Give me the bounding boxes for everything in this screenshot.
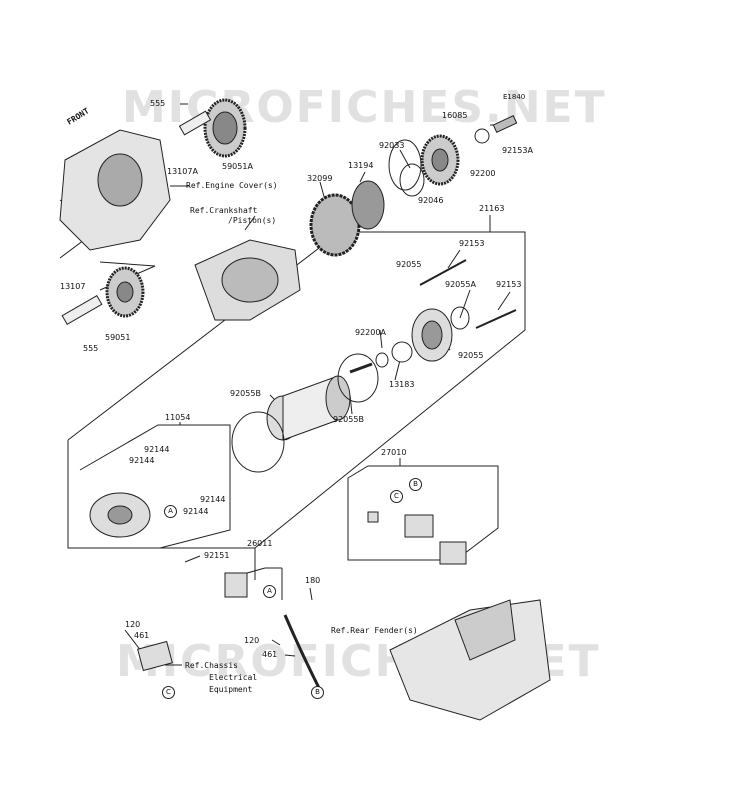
part-label: 92200A: [355, 328, 386, 337]
part-label: 92153: [459, 239, 485, 248]
starter-lead: [137, 572, 322, 691]
marker-a: A: [263, 585, 276, 598]
part-label: 32099: [307, 174, 333, 183]
part-label: 92055: [458, 351, 484, 360]
gear-59051a: [203, 98, 247, 158]
brush-box-outline: [79, 424, 231, 549]
ref-chassis-sub1: Electrical: [209, 673, 258, 682]
part-label: 92055A: [445, 280, 476, 289]
part-label: 92153A: [502, 146, 533, 155]
ref-chassis: Ref.Chassis: [185, 661, 238, 670]
part-label: 21163: [479, 204, 505, 213]
part-label: 13194: [348, 161, 374, 170]
part-label: 92151: [204, 551, 230, 560]
part-label: 555: [83, 344, 99, 353]
part-label: 461: [134, 631, 150, 640]
clutch-32099: [309, 163, 425, 257]
part-label: 59051A: [222, 162, 253, 171]
part-label: 120: [125, 620, 141, 629]
marker-c: C: [390, 490, 403, 503]
circlip-92033: [388, 139, 422, 191]
part-label: 13107: [60, 282, 86, 291]
part-label: 13107A: [167, 167, 198, 176]
marker-c: C: [162, 686, 175, 699]
marker-b: B: [311, 686, 324, 699]
starter-motor: [231, 353, 379, 473]
part-label: 92055: [396, 260, 422, 269]
crankshaft: [194, 239, 301, 321]
shaft-13107a: [178, 110, 212, 136]
part-label: 92144: [200, 495, 226, 504]
engine-cover: [59, 129, 171, 251]
ref-chassis-sub2: Equipment: [209, 685, 253, 694]
part-label: 13183: [389, 380, 415, 389]
marker-a: A: [164, 505, 177, 518]
part-label: 11054: [165, 413, 191, 422]
part-label: 16085: [442, 111, 468, 120]
ref-crankshaft: Ref.Crankshaft: [190, 206, 258, 215]
part-label: 92144: [129, 456, 155, 465]
part-label: 92153: [496, 280, 522, 289]
ref-engine-cover: Ref.Engine Cover(s): [186, 181, 278, 190]
part-label: 92144: [183, 507, 209, 516]
diagram-code: E1840: [503, 93, 526, 101]
rear-fender: [389, 599, 551, 721]
end-cover: [375, 259, 517, 368]
ref-crankshaft-sub: /Piston(s): [228, 216, 277, 225]
part-label: 92055B: [230, 389, 261, 398]
part-label: 59051: [105, 333, 131, 342]
part-label: 92046: [418, 196, 444, 205]
part-label: 92200: [470, 169, 496, 178]
part-label: 92033: [379, 141, 405, 150]
part-label: 120: [244, 636, 260, 645]
gear-16085: [420, 115, 518, 186]
starter-relay: [367, 511, 467, 565]
relay-box-outline: [347, 465, 499, 561]
part-label: 92144: [144, 445, 170, 454]
part-label: 92055B: [333, 415, 364, 424]
gear-59051: [61, 266, 145, 326]
part-label: 461: [262, 650, 278, 659]
part-label: 555: [150, 99, 166, 108]
marker-b: B: [409, 478, 422, 491]
brush-holder: [89, 492, 151, 538]
ref-rear-fender: Ref.Rear Fender(s): [331, 626, 418, 635]
part-label: 180: [305, 576, 321, 585]
part-label: 26011: [247, 539, 273, 548]
part-label: 27010: [381, 448, 407, 457]
